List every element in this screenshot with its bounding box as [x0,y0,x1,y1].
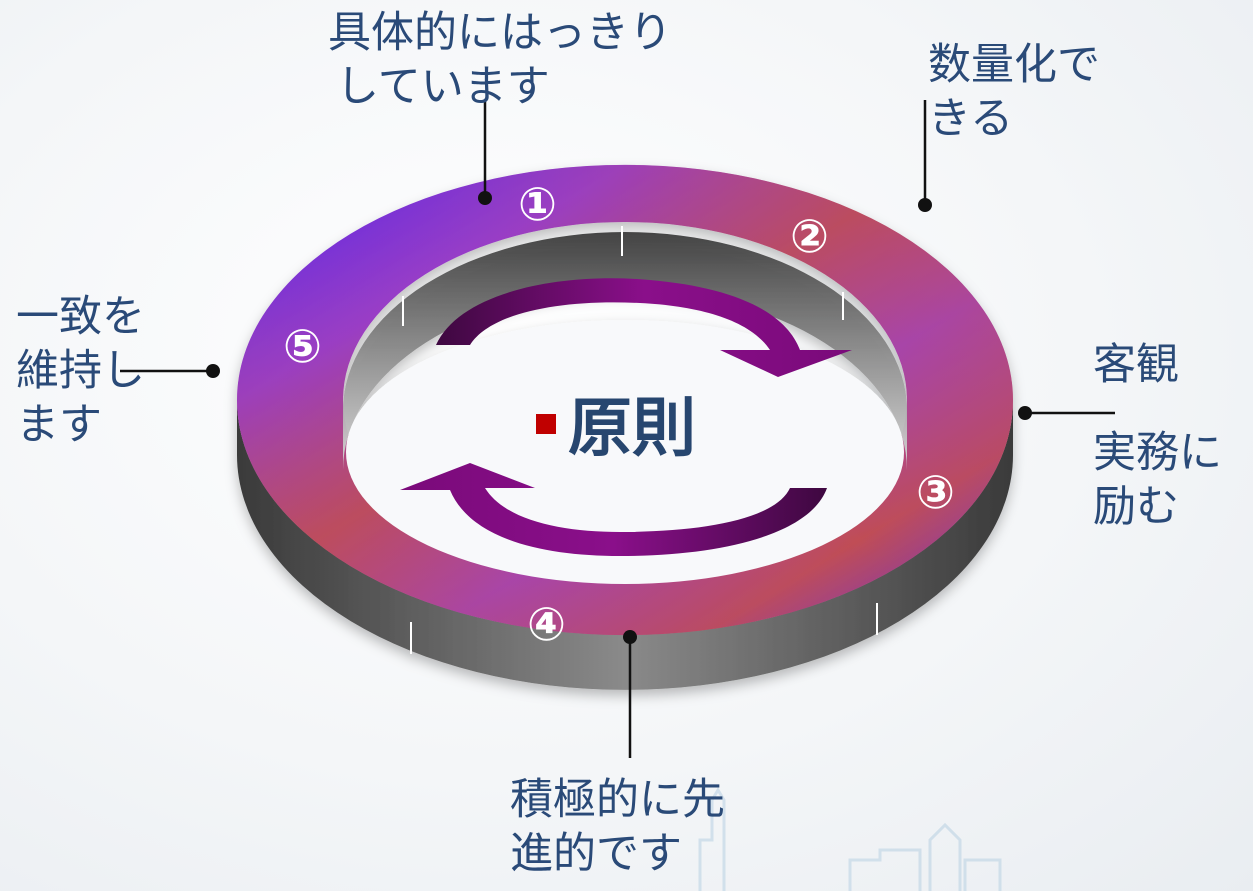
center-label: 原則 [568,392,696,466]
step-label-5-line-2: 維持し [16,346,145,396]
cycle-arrow-bottom [400,463,827,556]
step-label-5-line-3: ます [16,400,102,450]
step-label-4-line-1: 積極的に先 [510,775,725,825]
step-label-3-line-3: 励む [1093,482,1179,532]
step-label-3-line-1: 客観 [1093,340,1179,390]
skyline-watermark [698,787,1002,891]
step-label-1: 具体的にはっきり しています [328,6,672,114]
step-label-1-line-1: 具体的にはっきり [328,8,672,58]
step-label-4: 積極的に先 進的です [510,773,725,881]
step-label-5: 一致を 維持し ます [16,290,145,452]
step-number-4: ④ [527,597,566,651]
step-label-3: 客観 実務に 励む [1093,338,1222,534]
cycle-arrow-top [436,278,852,377]
step-number-5: ⑤ [283,319,322,373]
step-label-2-line-1: 数量化で [928,40,1100,90]
step-label-2-line-2: きる [928,94,1014,144]
step-number-3: ③ [916,465,955,519]
step-number-1: ① [518,177,557,231]
step-label-1-line-2: しています [336,62,550,112]
step-label-4-line-2: 進的です [510,829,682,879]
center-marker [536,414,556,434]
cycle-arrows [400,278,852,556]
step-label-2: 数量化で きる [928,38,1100,146]
step-label-5-line-1: 一致を [16,292,145,342]
leader-lines [120,100,1115,758]
step-label-3-line-2: 実務に [1093,428,1222,478]
step-number-2: ② [790,209,829,263]
